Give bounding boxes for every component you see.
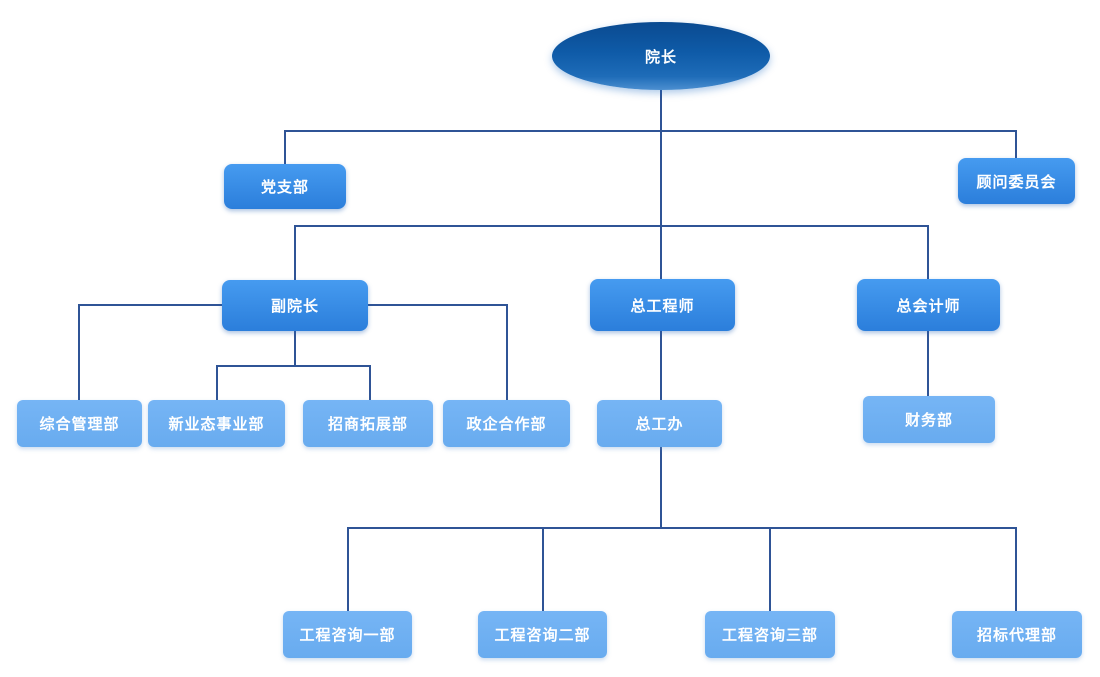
edge-president-party-advisory <box>284 130 1017 165</box>
node-chief-accountant: 总会计师 <box>857 279 1000 331</box>
node-advisory-committee: 顾问委员会 <box>958 158 1075 204</box>
edge-office-rail <box>347 527 1017 611</box>
node-chief-engineer-office: 总工办 <box>597 400 722 447</box>
node-party-branch: 党支部 <box>224 164 346 209</box>
edge-vp-gov-enterprise <box>368 304 508 400</box>
node-vice-president: 副院长 <box>222 280 368 331</box>
node-general-management-dept: 综合管理部 <box>17 400 142 447</box>
node-bidding-agency-dept: 招标代理部 <box>952 611 1082 658</box>
node-engineering-consulting-dept-2: 工程咨询二部 <box>478 611 607 658</box>
node-gov-enterprise-cooperation-dept: 政企合作部 <box>443 400 570 447</box>
edge-president-vp-accountant <box>294 225 929 280</box>
node-finance-dept: 财务部 <box>863 396 995 443</box>
node-engineering-consulting-dept-1: 工程咨询一部 <box>283 611 412 658</box>
node-new-business-dept: 新业态事业部 <box>148 400 285 447</box>
node-investment-promotion-dept: 招商拓展部 <box>303 400 433 447</box>
edge-vp-general-management <box>78 304 222 400</box>
node-engineering-consulting-dept-3: 工程咨询三部 <box>705 611 835 658</box>
node-chief-engineer: 总工程师 <box>590 279 735 331</box>
edge-vp-newbusiness-investment <box>216 365 371 400</box>
node-president: 院长 <box>552 22 770 90</box>
